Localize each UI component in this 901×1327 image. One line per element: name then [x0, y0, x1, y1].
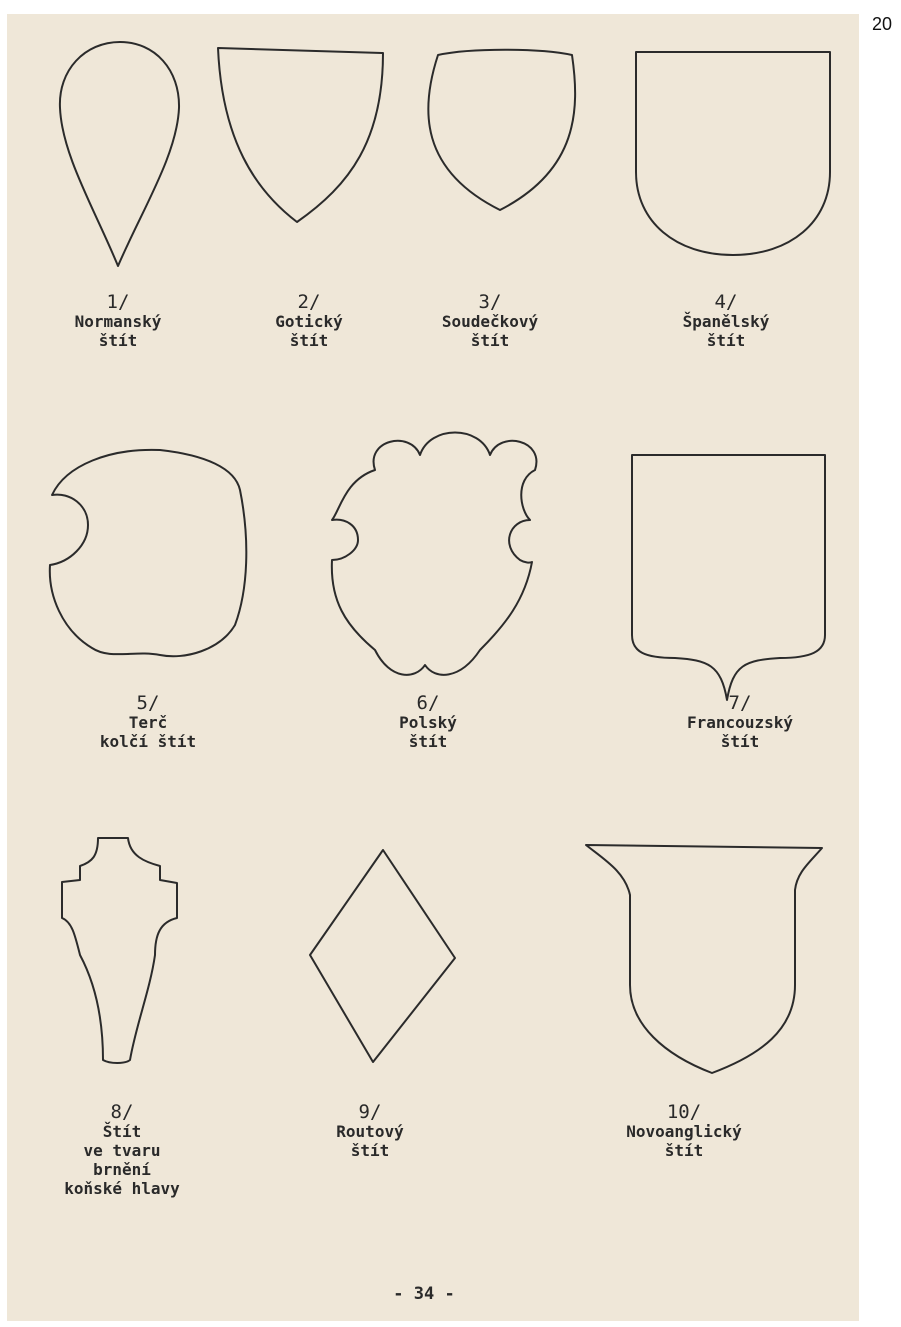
shield-name-line: Polský	[399, 713, 457, 732]
shield-name-line: štít	[442, 331, 538, 350]
shield-number: 8/	[64, 1103, 180, 1122]
shield-name-line: štít	[687, 732, 793, 751]
shield-name-line: Španělský	[683, 312, 770, 331]
new-english-shield-icon	[586, 845, 822, 1073]
shield-name-line: Soudečkový	[442, 312, 538, 331]
shield-number: 3/	[442, 293, 538, 312]
barrel-shield-icon	[428, 50, 575, 210]
shield-name-line: Novoanglický	[626, 1122, 742, 1141]
shield-name-line: Francouzský	[687, 713, 793, 732]
tilting-target-shield-icon	[50, 450, 247, 656]
norman-shield-icon	[60, 42, 179, 266]
shield-name-line: štít	[399, 732, 457, 751]
shield-number: 7/	[687, 694, 793, 713]
shield-name-line: štít	[683, 331, 770, 350]
french-shield-icon	[632, 455, 825, 700]
shield-name-line: brnění	[64, 1160, 180, 1179]
shield-number: 5/	[100, 694, 196, 713]
horse-armor-shield-icon	[62, 838, 177, 1063]
lozenge-shield-icon	[310, 850, 455, 1062]
shield-name-line: Routový	[336, 1122, 403, 1141]
shield-name-line: ve tvaru	[64, 1141, 180, 1160]
shield-number: 1/	[75, 293, 162, 312]
shield-number: 9/	[336, 1103, 403, 1122]
shield-name-line: štít	[75, 331, 162, 350]
page-footer-number: - 34 -	[393, 1284, 454, 1304]
shield-name-line: Normanský	[75, 312, 162, 331]
shield-name-line: kolčí štít	[100, 732, 196, 751]
shield-name-line: Gotický	[275, 312, 342, 331]
shield-number: 4/	[683, 293, 770, 312]
shield-number: 2/	[275, 293, 342, 312]
spanish-shield-icon	[636, 52, 830, 255]
shield-name-line: štít	[626, 1141, 742, 1160]
shield-number: 6/	[399, 694, 457, 713]
shield-name-line: štít	[275, 331, 342, 350]
shield-number: 10/	[626, 1103, 742, 1122]
polish-shield-icon	[332, 433, 537, 675]
shield-name-line: koňské hlavy	[64, 1179, 180, 1198]
shield-name-line: Terč	[100, 713, 196, 732]
shield-name-line: štít	[336, 1141, 403, 1160]
shield-name-line: Štít	[64, 1122, 180, 1141]
gothic-shield-icon	[218, 48, 383, 222]
